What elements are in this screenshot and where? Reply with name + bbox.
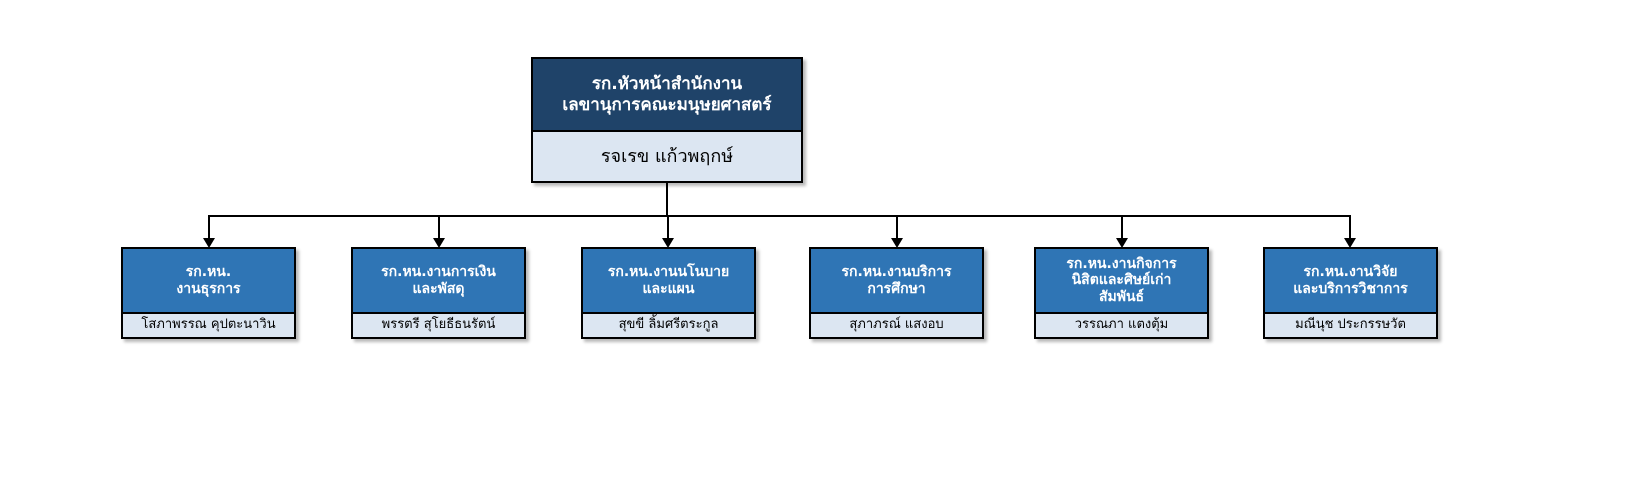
org-node-child-5-title: รก.หน.งานกิจการ นิสิตและศิษย์เก่า สัมพัน… [1036,249,1207,312]
org-node-child-2-title: รก.หน.งานการเงิน และพัสดุ [353,249,524,312]
org-node-child-1-title: รก.หน. งานธุรการ [123,249,294,312]
org-node-child-2-title-line2: และพัสดุ [412,280,465,297]
connector-arrowhead-4 [891,238,903,248]
connector-arrowhead-6 [1344,238,1356,248]
org-node-child-4-name: สุภาภรณ์ แสงอบ [811,312,982,337]
org-node-child-4[interactable]: รก.หน.งานบริการ การศึกษา สุภาภรณ์ แสงอบ [809,247,984,339]
connector-arrowhead-5 [1116,238,1128,248]
org-node-child-5[interactable]: รก.หน.งานกิจการ นิสิตและศิษย์เก่า สัมพัน… [1034,247,1209,339]
org-node-child-3-title-line1: รก.หน.งานนโนบาย [607,263,730,280]
org-node-child-1-title-line1: รก.หน. [185,263,232,280]
org-node-child-6-name: มณีนุช ประกรรษวัต [1265,312,1436,337]
org-node-child-1-title-line2: งานธุรการ [176,280,241,297]
org-node-root-title: รก.หัวหน้าสำนักงาน เลขานุการคณะมนุษยศาสต… [533,59,801,130]
org-node-child-3-title-line2: และแผน [642,280,695,297]
connector-trunk-vertical [666,183,668,216]
org-node-child-2[interactable]: รก.หน.งานการเงิน และพัสดุ พรรตรี สุโยธีธ… [351,247,526,339]
org-node-child-2-name: พรรตรี สุโยธีธนรัตน์ [353,312,524,337]
org-node-child-5-title-line2: นิสิตและศิษย์เก่า [1071,272,1172,289]
connector-horizontal-bus [208,215,1350,217]
org-node-root[interactable]: รก.หัวหน้าสำนักงาน เลขานุการคณะมนุษยศาสต… [531,57,803,183]
org-node-child-6-title: รก.หน.งานวิจัย และบริการวิชาการ [1265,249,1436,312]
org-node-child-5-name: วรรณภา แตงตุ้ม [1036,312,1207,337]
org-node-child-4-title-line2: การศึกษา [867,280,926,297]
connector-arrowhead-3 [662,238,674,248]
connector-arrowhead-1 [203,238,215,248]
connector-arrowhead-2 [433,238,445,248]
org-node-child-4-title-line1: รก.หน.งานบริการ [841,263,952,280]
org-node-child-3-name: สุขขี ลิ้มศรีตระกูล [583,312,754,337]
connector-stem-5 [1121,215,1123,239]
org-node-child-6-title-line2: และบริการวิชาการ [1293,280,1408,297]
connector-stem-4 [896,215,898,239]
connector-stem-1 [208,215,210,239]
org-node-child-6[interactable]: รก.หน.งานวิจัย และบริการวิชาการ มณีนุช ป… [1263,247,1438,339]
org-node-root-name: รจเรข แก้วพฤกษ์ [533,130,801,181]
org-node-child-3-title: รก.หน.งานนโนบาย และแผน [583,249,754,312]
connector-stem-3 [667,215,669,239]
org-node-child-4-title: รก.หน.งานบริการ การศึกษา [811,249,982,312]
connector-stem-2 [438,215,440,239]
connector-stem-6 [1349,215,1351,239]
org-node-root-title-line1: รก.หัวหน้าสำนักงาน [591,74,743,95]
org-node-child-6-title-line1: รก.หน.งานวิจัย [1303,263,1398,280]
org-node-child-5-title-line1: รก.หน.งานกิจการ [1066,255,1177,272]
org-node-child-5-title-line3: สัมพันธ์ [1098,288,1145,305]
org-node-child-1-name: โสภาพรรณ คุปตะนาวิน [123,312,294,337]
org-node-child-3[interactable]: รก.หน.งานนโนบาย และแผน สุขขี ลิ้มศรีตระก… [581,247,756,339]
org-node-child-2-title-line1: รก.หน.งานการเงิน [381,263,496,280]
org-node-child-1[interactable]: รก.หน. งานธุรการ โสภาพรรณ คุปตะนาวิน [121,247,296,339]
org-node-root-title-line2: เลขานุการคณะมนุษยศาสตร์ [562,94,772,115]
